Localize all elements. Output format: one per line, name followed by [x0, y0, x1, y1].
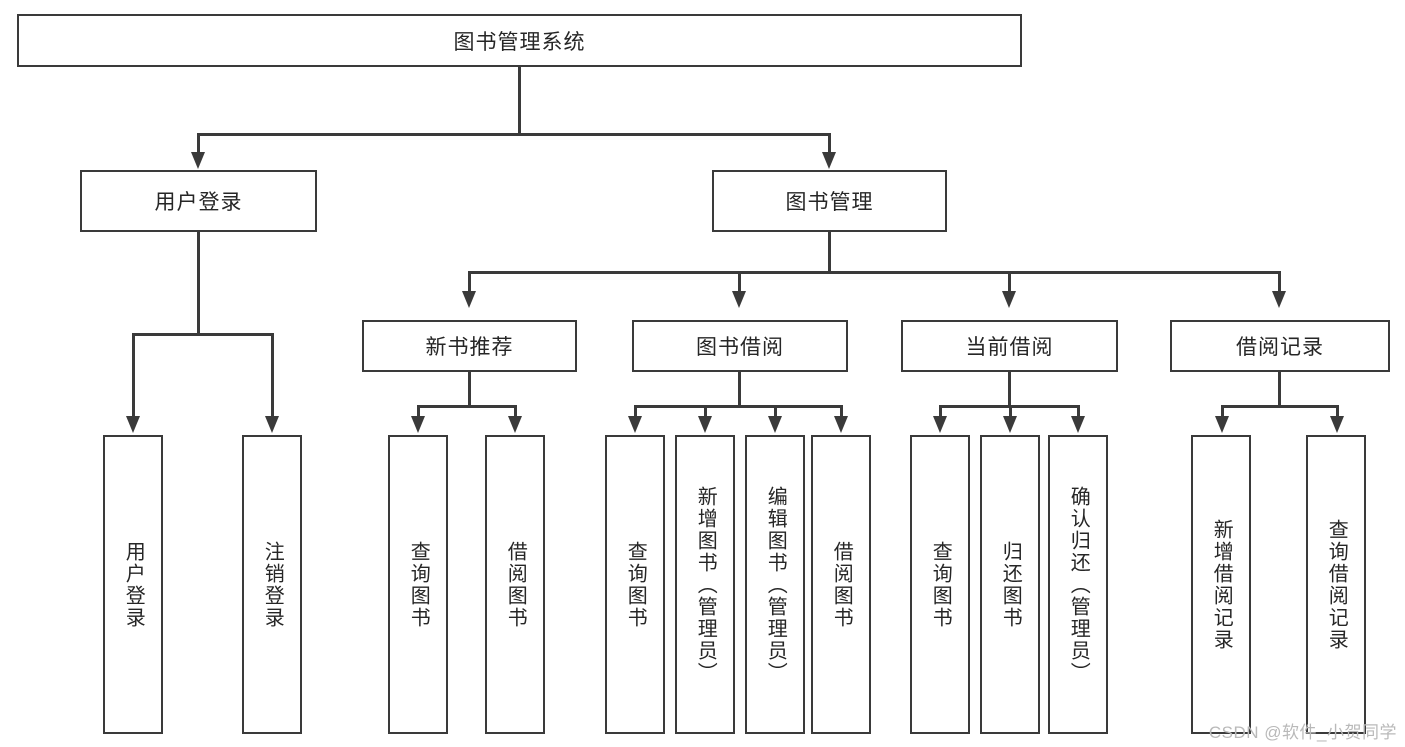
node-label: 注销登录 [261, 540, 284, 629]
leaf-records-add[interactable]: 新增借阅记录 [1191, 435, 1251, 734]
node-label: 借阅图书 [830, 540, 853, 629]
node-label: 新书推荐 [425, 336, 514, 359]
connector-book-borrow-leaf-1 [634, 405, 637, 418]
connector-book-borrow-bus [634, 405, 842, 408]
leaf-borrow-edit-book[interactable]: 编辑图书（管理员） [745, 435, 805, 734]
connector-book-borrow-stem [738, 372, 741, 405]
connector-to-borrow-records [1278, 271, 1281, 293]
node-label: 新增借阅记录 [1210, 518, 1233, 651]
node-label: 编辑图书（管理员） [764, 485, 787, 684]
node-label: 图书管理系统 [453, 30, 586, 54]
connector-borrow-records-leaf-1 [1221, 405, 1224, 418]
connector-user-login-leaf-1 [132, 333, 135, 418]
node-user-login[interactable]: 用户登录 [80, 170, 317, 232]
leaf-borrow-add-book[interactable]: 新增图书（管理员） [675, 435, 735, 734]
connector-current-borrow-leaf-1 [939, 405, 942, 418]
connector-to-book-borrow [738, 271, 741, 293]
leaf-user-login-login[interactable]: 用户登录 [103, 435, 163, 734]
leaf-current-confirm-return[interactable]: 确认归还（管理员） [1048, 435, 1108, 734]
connector-book-borrow-leaf-3 [774, 405, 777, 418]
arrowhead-to-user-login [191, 152, 205, 169]
arrowhead-to-new-book [462, 291, 476, 308]
node-label: 借阅记录 [1236, 336, 1324, 359]
connector-current-borrow-stem [1008, 372, 1011, 405]
connector-new-book-leaf-2 [514, 405, 517, 418]
node-borrow-records[interactable]: 借阅记录 [1170, 320, 1390, 372]
arrowhead-to-book-borrow [732, 291, 746, 308]
leaf-user-login-logout[interactable]: 注销登录 [242, 435, 302, 734]
node-book-management[interactable]: 图书管理 [712, 170, 947, 232]
node-label: 借阅图书 [504, 540, 527, 629]
connector-to-book-mgmt [828, 133, 831, 155]
arrowhead-user-login-leaf-1 [126, 416, 140, 433]
node-label: 新增图书（管理员） [694, 485, 717, 684]
arrowhead-book-borrow-leaf-1 [628, 416, 642, 433]
node-label: 查询图书 [624, 540, 647, 629]
connector-borrow-records-leaf-2 [1336, 405, 1339, 418]
node-new-book-recommend[interactable]: 新书推荐 [362, 320, 577, 372]
arrowhead-current-borrow-leaf-3 [1071, 416, 1085, 433]
arrowhead-current-borrow-leaf-1 [933, 416, 947, 433]
connector-to-current-borrow [1008, 271, 1011, 293]
connector-user-login-bus [132, 333, 273, 336]
arrowhead-borrow-records-leaf-2 [1330, 416, 1344, 433]
leaf-records-query[interactable]: 查询借阅记录 [1306, 435, 1366, 734]
node-label: 用户登录 [154, 191, 243, 214]
watermark-text: CSDN @软件_小贺同学 [1208, 723, 1397, 742]
node-root-library-system[interactable]: 图书管理系统 [17, 14, 1022, 67]
node-label: 图书借阅 [696, 336, 784, 359]
arrowhead-user-login-leaf-2 [265, 416, 279, 433]
connector-level3-bus [468, 271, 1280, 274]
connector-borrow-records-bus [1221, 405, 1338, 408]
connector-to-new-book [468, 271, 471, 293]
leaf-current-return[interactable]: 归还图书 [980, 435, 1040, 734]
node-book-borrow[interactable]: 图书借阅 [632, 320, 848, 372]
arrowhead-to-current-borrow [1002, 291, 1016, 308]
connector-root-stem [518, 67, 521, 133]
node-label: 图书管理 [785, 191, 874, 214]
arrowhead-to-borrow-records [1272, 291, 1286, 308]
node-label: 归还图书 [999, 540, 1022, 629]
connector-user-login-leaf-2 [271, 333, 274, 418]
node-label: 查询借阅记录 [1325, 518, 1348, 651]
leaf-new-book-borrow[interactable]: 借阅图书 [485, 435, 545, 734]
leaf-new-book-query[interactable]: 查询图书 [388, 435, 448, 734]
arrowhead-new-book-leaf-1 [411, 416, 425, 433]
arrowhead-borrow-records-leaf-1 [1215, 416, 1229, 433]
node-label: 用户登录 [122, 540, 145, 629]
connector-book-mgmt-stem [828, 232, 831, 271]
leaf-borrow-borrow-book[interactable]: 借阅图书 [811, 435, 871, 734]
connector-current-borrow-leaf-3 [1077, 405, 1080, 418]
arrowhead-current-borrow-leaf-2 [1003, 416, 1017, 433]
arrowhead-book-borrow-leaf-3 [768, 416, 782, 433]
node-label: 确认归还（管理员） [1067, 485, 1090, 684]
connector-user-login-stem [197, 232, 200, 333]
node-label: 当前借阅 [965, 336, 1054, 359]
node-label: 查询图书 [929, 540, 952, 629]
leaf-current-query[interactable]: 查询图书 [910, 435, 970, 734]
arrowhead-to-book-mgmt [822, 152, 836, 169]
connector-current-borrow-leaf-2 [1009, 405, 1012, 418]
arrowhead-book-borrow-leaf-2 [698, 416, 712, 433]
connector-book-borrow-leaf-4 [840, 405, 843, 418]
node-label: 查询图书 [407, 540, 430, 629]
connector-new-book-bus [417, 405, 516, 408]
connector-level2-bus [197, 133, 831, 136]
connector-borrow-records-stem [1278, 372, 1281, 405]
connector-book-borrow-leaf-2 [704, 405, 707, 418]
connector-new-book-leaf-1 [417, 405, 420, 418]
node-current-borrow[interactable]: 当前借阅 [901, 320, 1118, 372]
connector-new-book-stem [468, 372, 471, 405]
arrowhead-book-borrow-leaf-4 [834, 416, 848, 433]
leaf-borrow-query[interactable]: 查询图书 [605, 435, 665, 734]
connector-to-user-login [197, 133, 200, 155]
arrowhead-new-book-leaf-2 [508, 416, 522, 433]
